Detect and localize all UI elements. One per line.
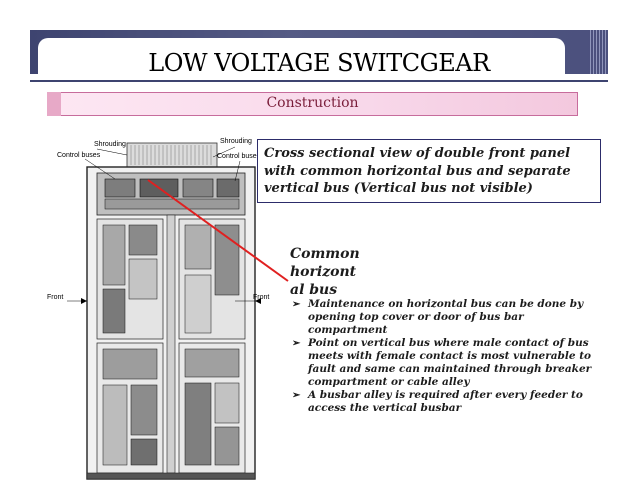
switchgear-cross-section-drawing: Shrouding Control buses Shrouding Contro… (45, 135, 275, 485)
bullet-text: Point on vertical bus where male contact… (308, 337, 592, 388)
arrow-bullet-icon: ➢ (292, 390, 301, 401)
bullet-list: ➢ Maintenance on horizontal bus can be d… (290, 298, 595, 415)
bus-heading-line-3: al bus (290, 282, 338, 298)
arrow-bullet-icon: ➢ (292, 299, 301, 310)
label-control-buses-left: Control buses (57, 152, 101, 159)
bus-heading-line-2: horizont (290, 264, 357, 280)
bus-heading-line-1: Common (290, 246, 360, 262)
bullet-text: A busbar alley is required after every f… (308, 389, 583, 414)
description-text: Cross sectional view of double front pan… (264, 146, 571, 196)
title-underline (30, 80, 608, 82)
label-shrouding-right: Shrouding (220, 138, 252, 145)
title-tab (38, 38, 565, 80)
subtitle-bar-accent (47, 92, 61, 116)
label-control-buses-right: Control buses (217, 153, 261, 160)
label-shrouding-left: Shrouding (94, 141, 126, 148)
description-box (257, 139, 601, 203)
arrow-bullet-icon: ➢ (292, 338, 301, 349)
bullet-item: ➢ Maintenance on horizontal bus can be d… (290, 298, 595, 337)
bus-heading: Common horizont al bus (290, 245, 370, 299)
bullet-text: Maintenance on horizontal bus can be don… (308, 298, 584, 336)
slide-subtitle: Construction (266, 95, 359, 111)
bullet-item: ➢ Point on vertical bus where male conta… (290, 337, 595, 389)
subtitle-bar (47, 92, 578, 116)
bullet-item: ➢ A busbar alley is required after every… (290, 389, 595, 415)
slide-title: LOW VOLTAGE SWITCGEAR (148, 49, 490, 77)
label-front-right: Front (253, 294, 270, 301)
title-banner-stripes (590, 30, 608, 74)
switchgear-drawing-svg (67, 142, 261, 480)
label-front-left: Front (47, 294, 64, 301)
